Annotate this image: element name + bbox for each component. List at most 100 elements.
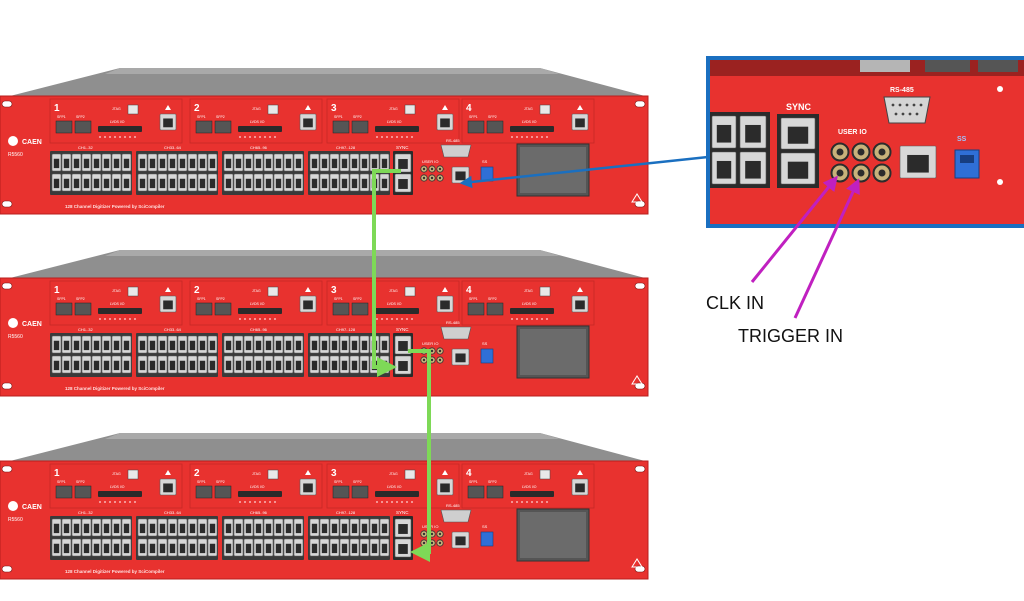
sfp2-label: SFP2 <box>216 297 225 301</box>
usb-label: SS <box>482 341 488 346</box>
rj45-jack-opening <box>245 523 252 534</box>
rj45-jack-opening <box>225 158 232 169</box>
rj45-jack-opening <box>209 523 216 534</box>
rj45-jack-opening <box>351 158 358 169</box>
sfp1-label: SFP1 <box>469 297 478 301</box>
rj45-jack-opening <box>209 158 216 169</box>
rj45-jack-opening <box>103 523 110 534</box>
module-number: 2 <box>194 103 200 114</box>
rs485-label: RS-485 <box>446 138 460 143</box>
module-number: 3 <box>331 103 337 114</box>
rj45-jack-opening <box>103 158 110 169</box>
status-led <box>274 136 276 138</box>
usb-label: SS <box>482 524 488 529</box>
jtag-usb-port <box>127 286 139 297</box>
rs485-db9-connector <box>440 509 472 523</box>
lemo-center-pin <box>430 167 434 171</box>
rj45-jack-opening <box>321 360 328 371</box>
sfp2-label: SFP2 <box>488 297 497 301</box>
rj45-jack-opening <box>341 523 348 534</box>
rj45-jack-opening <box>179 158 186 169</box>
rj45-jack-opening <box>83 523 90 534</box>
rj45-jack-opening <box>331 340 338 351</box>
lemo-center-pin <box>438 541 442 545</box>
jtag-label: JTAG <box>252 289 261 293</box>
jtag-usb-port <box>267 469 279 480</box>
rj45-jack-opening <box>381 158 388 169</box>
status-led <box>391 318 393 320</box>
rj45-jack-opening <box>381 178 388 189</box>
status-led <box>406 318 408 320</box>
sfp-port-1 <box>195 120 213 134</box>
sfp2-label: SFP2 <box>488 480 497 484</box>
rj45-jack-opening <box>716 124 732 143</box>
rj45-jack-opening <box>341 543 348 554</box>
db9-pin <box>908 112 912 116</box>
status-led <box>129 501 131 503</box>
jtag-label: JTAG <box>112 107 121 111</box>
model-label: R5560 <box>8 334 23 340</box>
rj45-jack-opening <box>255 158 262 169</box>
rj45-jack-opening <box>255 543 262 554</box>
db9-pin <box>894 112 898 116</box>
status-led <box>536 136 538 138</box>
lvds-label: LVDS I/O <box>250 302 265 306</box>
rj45-jack-opening <box>189 158 196 169</box>
status-led <box>391 136 393 138</box>
rj45-jack-opening <box>311 340 318 351</box>
rj45-jack-opening <box>285 523 292 534</box>
channel-group-3: CH65..96 <box>222 510 304 560</box>
rj45-jack-opening <box>113 543 120 554</box>
status-led <box>526 318 528 320</box>
sfp-port-1 <box>332 302 350 316</box>
lemo-center-pin <box>430 532 434 536</box>
rj45-jack-opening <box>331 158 338 169</box>
zoom-usb-label: SS <box>957 136 967 143</box>
rj45-jack-opening <box>575 483 585 493</box>
status-led <box>259 501 261 503</box>
rj45-jack-opening <box>455 536 466 546</box>
zoom-usb3-port <box>954 149 980 179</box>
sync-cable-2-to-3 <box>408 349 431 562</box>
rj45-jack-opening <box>235 158 242 169</box>
zoom-sfp-cage <box>925 60 970 72</box>
zoom-frame <box>706 56 1024 228</box>
rj45-jack-opening <box>179 543 186 554</box>
status-led <box>254 318 256 320</box>
lvds-connector <box>375 126 419 132</box>
lemo-center-pin <box>422 541 426 545</box>
rj45-jack-opening <box>169 340 176 351</box>
sfp1-label: SFP1 <box>334 115 343 119</box>
rj45-jack-opening <box>179 360 186 371</box>
rs485-db9-connector <box>440 144 472 158</box>
rj45-jack-opening <box>53 523 60 534</box>
status-led <box>521 318 523 320</box>
status-led <box>119 136 121 138</box>
jtag-label: JTAG <box>112 289 121 293</box>
warning-triangle-icon <box>165 105 171 110</box>
rj45-jack-opening <box>716 160 732 179</box>
status-led <box>109 318 111 320</box>
sfp2-label: SFP2 <box>76 480 85 484</box>
status-led <box>541 136 543 138</box>
rj45-jack-opening <box>265 340 272 351</box>
channel-group-2: CH33..64 <box>136 327 218 377</box>
rj45-jack-opening <box>53 360 60 371</box>
sfp1-label: SFP1 <box>469 480 478 484</box>
rj45-jack-opening <box>93 158 100 169</box>
status-led <box>264 318 266 320</box>
rj45-jack-opening <box>63 158 70 169</box>
model-label: R5560 <box>8 152 23 158</box>
zoom-lemo-center <box>836 148 844 156</box>
jtag-usb-port <box>127 104 139 115</box>
rj45-jack-opening <box>139 360 146 371</box>
status-led <box>134 501 136 503</box>
zoom-lemo-center <box>878 169 886 177</box>
status-led <box>381 318 383 320</box>
rj45-jack-opening <box>179 523 186 534</box>
channel-group-2: CH33..64 <box>136 145 218 195</box>
status-led <box>104 136 106 138</box>
